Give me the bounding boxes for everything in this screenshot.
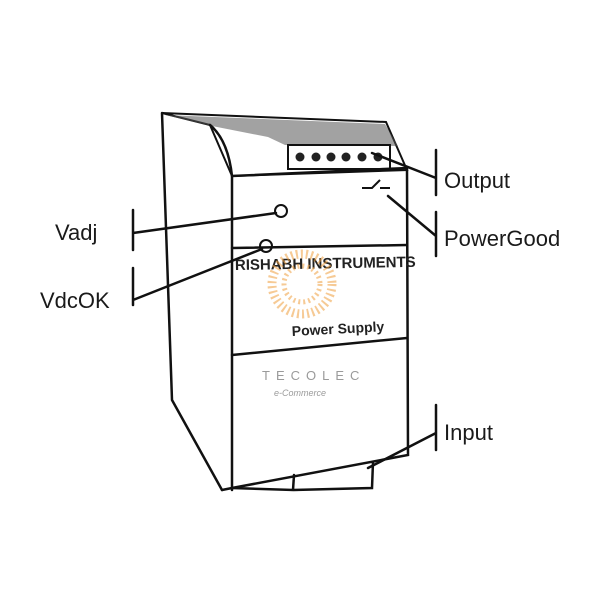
watermark-name: TECOLEC	[262, 368, 365, 383]
terminal-screws	[295, 152, 383, 162]
vdcok-led	[259, 239, 273, 253]
output-callout: Output	[370, 148, 510, 197]
vdcok-callout: VdcOK	[40, 247, 264, 313]
powergood-label: PowerGood	[444, 226, 560, 251]
output-label: Output	[444, 168, 510, 193]
vdcok-label: VdcOK	[40, 288, 110, 313]
input-label: Input	[444, 420, 493, 445]
vadj-callout: Vadj	[55, 208, 278, 252]
input-callout: Input	[366, 403, 493, 470]
top-vent-grille	[165, 115, 398, 146]
watermark-tagline: e-Commerce	[274, 388, 326, 398]
vadj-label: Vadj	[55, 220, 97, 245]
output-terminal-strip	[287, 144, 391, 170]
vadj-potentiometer	[274, 204, 288, 218]
relay-contact-symbol	[362, 179, 390, 189]
power-supply-unit: RISHABH INSTRUMENTS Power Supply	[160, 111, 416, 492]
watermark-logo	[267, 249, 337, 319]
powergood-callout: PowerGood	[386, 194, 560, 258]
product-label: Power Supply	[291, 318, 384, 339]
